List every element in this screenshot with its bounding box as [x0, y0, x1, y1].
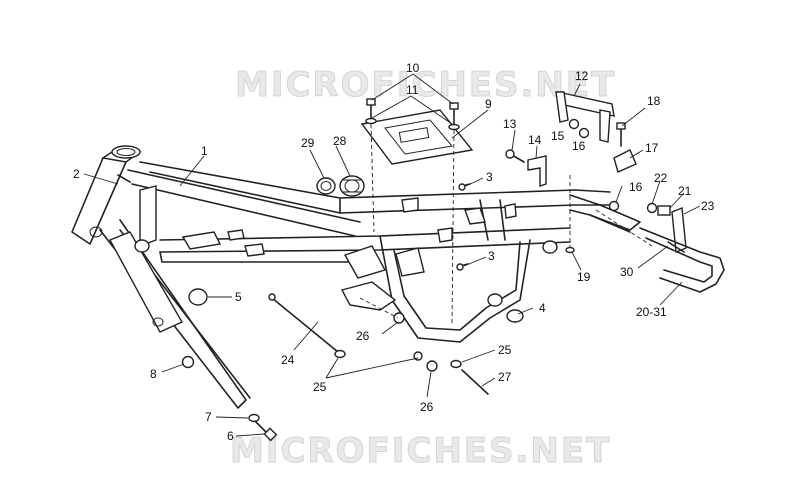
callout-13: 13: [503, 117, 517, 131]
nut-8: [181, 355, 195, 369]
callout-11: 11: [406, 83, 419, 97]
bush-4: [506, 309, 524, 323]
stud-24: [271, 297, 339, 353]
washer-7: [248, 413, 260, 423]
callout-22: 22: [654, 171, 668, 185]
callout-25b: 25: [498, 343, 512, 357]
washer-22: [646, 202, 658, 214]
callout-20-31: 20-31: [636, 305, 667, 319]
callout-4: 4: [539, 301, 546, 315]
callout-16a: 16: [572, 139, 586, 153]
callout-15: 15: [551, 129, 565, 143]
callout-23: 23: [701, 199, 715, 213]
leader-lines: [83, 73, 701, 437]
callout-28: 28: [333, 134, 347, 148]
watermark-bottom: MICROFICHES.NET: [230, 431, 611, 471]
spacer-21: [657, 205, 671, 216]
callout-5: 5: [235, 290, 242, 304]
screws-10-11: [365, 98, 460, 131]
callout-7: 7: [205, 410, 212, 424]
clamp-29: [316, 177, 336, 195]
callout-30: 30: [620, 265, 634, 279]
block-17: [613, 149, 637, 173]
callout-14: 14: [528, 133, 542, 147]
bolt-27: [461, 369, 489, 395]
bolt-30: [667, 241, 685, 253]
callout-9: 9: [485, 97, 492, 111]
callout-17: 17: [645, 141, 659, 155]
bracket-12: [555, 91, 615, 143]
callout-19: 19: [577, 270, 591, 284]
callout-25a: 25: [313, 380, 327, 394]
nut-26b: [426, 360, 438, 372]
callout-26b: 26: [420, 400, 434, 414]
washer-25b: [450, 359, 462, 369]
assembly-lines: [359, 123, 653, 326]
callout-8: 8: [150, 367, 157, 381]
washer-19: [565, 246, 575, 254]
callout-3a: 3: [486, 170, 493, 184]
callout-3b: 3: [488, 249, 495, 263]
clip-23: [671, 207, 687, 253]
callout-labels: 1 2 3 3 4 5 6 7 8 9 10 11 12 13 14 15 16…: [73, 61, 715, 443]
bush-5: [188, 288, 208, 306]
callout-29: 29: [301, 136, 315, 150]
callout-27: 27: [498, 370, 512, 384]
washer-25a: [334, 349, 346, 359]
nut-16: [578, 127, 590, 139]
rubber-sleeve-28: [339, 175, 365, 197]
callout-24: 24: [281, 353, 295, 367]
callout-6: 6: [227, 429, 234, 443]
nut-15: [568, 118, 580, 130]
callout-10: 10: [406, 61, 420, 75]
callout-18: 18: [647, 94, 661, 108]
callout-26a: 26: [356, 329, 370, 343]
callout-2: 2: [73, 167, 80, 181]
callout-1: 1: [201, 144, 208, 158]
bracket-14: [527, 155, 547, 187]
main-frame: [71, 145, 641, 409]
battery-plate-9: [360, 109, 474, 165]
callout-12: 12: [575, 69, 589, 83]
nut-26a: [393, 312, 405, 324]
nut-16b: [608, 200, 620, 212]
watermark-top: MICROFICHES.NET: [235, 65, 616, 105]
rear-bar-20-31: [639, 227, 725, 293]
callout-16b: 16: [629, 180, 643, 194]
callout-21: 21: [678, 184, 692, 198]
